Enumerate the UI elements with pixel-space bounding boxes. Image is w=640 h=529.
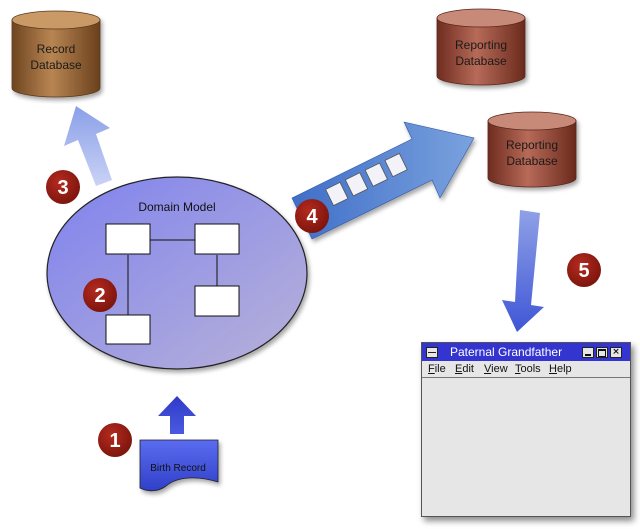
message-icon-4 xyxy=(384,152,408,178)
step-number-2: 2 xyxy=(94,285,105,307)
step-badge-4: 4 xyxy=(295,199,329,233)
domain-model-connectors xyxy=(127,239,218,315)
birth-record-document xyxy=(139,439,219,492)
window-menu-bar: File Edit View Tools Help xyxy=(422,362,630,378)
menu-item-edit[interactable]: Edit xyxy=(455,363,474,375)
reporting-database-bottom xyxy=(487,111,577,188)
domain-model-title: Domain Model xyxy=(138,200,215,214)
domain-entity-box-2 xyxy=(194,223,240,255)
message-icon-2 xyxy=(344,172,369,197)
reporting-database-top-label-line1: Reporting xyxy=(455,38,507,52)
arrow-up-to-record-database xyxy=(64,106,112,186)
app-window: Paternal Grandfather × File Edit View To… xyxy=(421,342,631,517)
reporting-database-bottom-label-line1: Reporting xyxy=(506,138,558,152)
close-icon[interactable]: × xyxy=(610,347,622,358)
message-icon-3 xyxy=(364,162,388,187)
reporting-database-top-label-line2: Database xyxy=(455,54,507,68)
window-title-bar[interactable]: Paternal Grandfather × xyxy=(422,343,630,361)
record-database-label-line1: Record xyxy=(37,42,76,56)
record-database-label-line2: Database xyxy=(30,58,82,72)
menu-item-view[interactable]: View xyxy=(484,363,508,375)
arrow-down-to-app-window xyxy=(502,210,544,332)
record-database xyxy=(11,10,101,98)
maximize-icon[interactable] xyxy=(596,347,608,358)
domain-entity-box-3 xyxy=(194,285,240,317)
step-badge-2: 2 xyxy=(83,278,117,312)
step-number-1: 1 xyxy=(109,430,120,452)
step-badge-5: 5 xyxy=(567,253,601,287)
step-badge-3: 3 xyxy=(46,170,80,204)
step-badge-1: 1 xyxy=(98,423,132,457)
step-number-5: 5 xyxy=(578,260,589,282)
birth-record-label: Birth Record xyxy=(150,463,206,474)
menu-item-help[interactable]: Help xyxy=(549,363,572,375)
domain-entity-box-1 xyxy=(105,223,151,255)
message-icon-1 xyxy=(325,181,349,207)
step-number-4: 4 xyxy=(306,206,318,228)
step-number-3: 3 xyxy=(57,177,68,199)
menu-item-file[interactable]: File xyxy=(428,363,446,375)
domain-entity-box-4 xyxy=(105,314,151,345)
window-title: Paternal Grandfather xyxy=(450,345,563,359)
reporting-database-bottom-label-line2: Database xyxy=(506,154,558,168)
arrow-up-into-domain-model xyxy=(158,396,196,434)
message-queue-arrow xyxy=(291,121,475,240)
reporting-database-top xyxy=(436,8,526,86)
menu-item-tools[interactable]: Tools xyxy=(515,363,541,375)
minimize-icon[interactable] xyxy=(582,347,594,358)
window-system-menu-icon[interactable] xyxy=(426,347,438,358)
